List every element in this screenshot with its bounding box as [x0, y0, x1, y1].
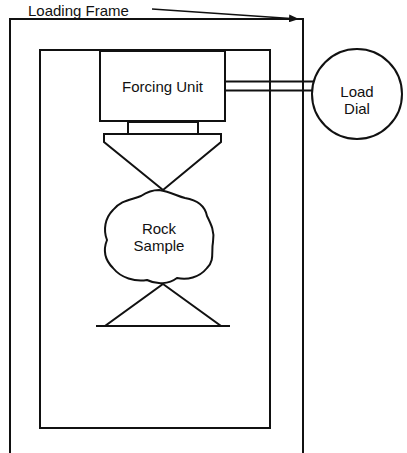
connector-line [226, 90, 312, 92]
node-label: Rock Sample [123, 220, 195, 254]
loading-frame: Loading FrameForcing UnitRock Sample [9, 18, 304, 453]
rock-sample-blob: Rock Sample [101, 188, 217, 286]
base-line [96, 325, 230, 327]
upper-platen [104, 134, 221, 190]
frame-label: Loading Frame [28, 2, 129, 19]
connector-line [226, 81, 314, 83]
piston-stem [128, 122, 198, 134]
forcing-unit-box: Forcing Unit [99, 50, 226, 122]
double-line-connector [226, 82, 314, 91]
node-label: Load Dial [327, 83, 387, 117]
lower-platen [105, 284, 221, 326]
load-dial-circle: Load Dial [311, 48, 403, 140]
node-label: Forcing Unit [113, 78, 213, 95]
inner-frame [40, 50, 270, 428]
